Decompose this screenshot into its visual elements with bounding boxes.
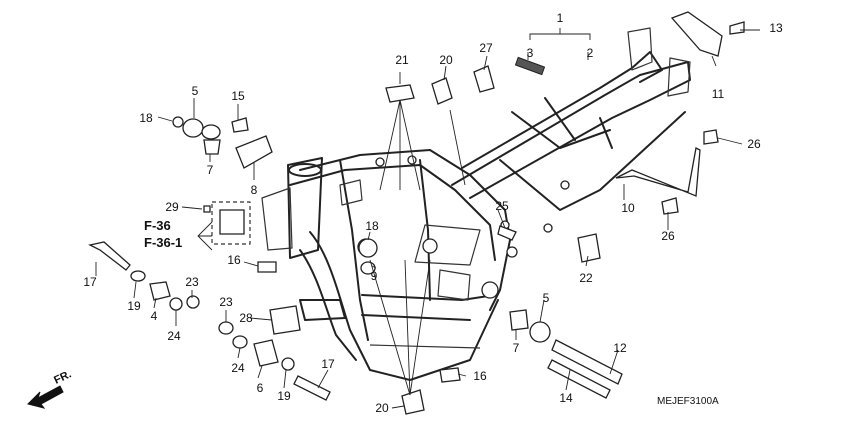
callout-11: 11 <box>712 87 725 101</box>
callout-28: 28 <box>239 311 253 325</box>
callout-labels: 1 2 3 4 5 5 6 7 7 8 9 10 11 12 13 14 15 … <box>83 11 783 415</box>
callout-17-right: 17 <box>321 357 335 371</box>
callout-5-left: 5 <box>192 84 199 98</box>
front-indicator-label: FR. <box>52 368 73 386</box>
frame-reference-box <box>197 201 251 251</box>
callout-23-left: 23 <box>185 275 199 289</box>
diagram-code: MEJEF3100A <box>657 396 719 407</box>
part-left-hardware <box>88 116 378 401</box>
part-right-hardware <box>401 11 745 415</box>
callout-22: 22 <box>579 271 593 285</box>
callout-16-right: 16 <box>473 369 487 383</box>
callout-21: 21 <box>395 53 409 67</box>
callout-14: 14 <box>559 391 573 405</box>
callout-24-bottom: 24 <box>231 361 245 375</box>
callout-24-left: 24 <box>167 329 181 343</box>
reference-f36: F-36 <box>144 218 171 233</box>
front-arrow-icon <box>27 385 64 409</box>
callout-2: 2 <box>587 46 594 60</box>
callout-5-right: 5 <box>543 291 550 305</box>
callout-19-right: 19 <box>277 389 291 403</box>
callout-20-top: 20 <box>439 53 453 67</box>
callout-15: 15 <box>231 89 245 103</box>
callout-4: 4 <box>151 309 158 323</box>
callout-12: 12 <box>613 341 627 355</box>
reference-f36-1: F-36-1 <box>144 235 182 250</box>
callout-7-left: 7 <box>207 163 214 177</box>
callout-3: 3 <box>527 46 534 60</box>
callout-13: 13 <box>769 21 783 35</box>
callout-26-lower: 26 <box>661 229 675 243</box>
callout-7-right: 7 <box>513 341 520 355</box>
callout-1: 1 <box>557 11 564 25</box>
callout-23-bottom: 23 <box>219 295 233 309</box>
leader-lines <box>95 28 760 409</box>
callout-25: 25 <box>495 199 509 213</box>
callout-9: 9 <box>371 269 378 283</box>
callout-10: 10 <box>621 201 635 215</box>
callout-6: 6 <box>257 381 264 395</box>
callout-26-right: 26 <box>747 137 761 151</box>
callout-17-left: 17 <box>83 275 97 289</box>
callout-29: 29 <box>165 200 179 214</box>
callout-16-left: 16 <box>227 253 241 267</box>
callout-27: 27 <box>479 41 493 55</box>
callout-20-bottom: 20 <box>375 401 389 415</box>
part-wire-clamps-top <box>385 56 546 105</box>
callout-18-left: 18 <box>139 111 153 125</box>
callout-18-center: 18 <box>365 219 379 233</box>
callout-8: 8 <box>251 183 258 197</box>
callout-19-left: 19 <box>127 299 141 313</box>
